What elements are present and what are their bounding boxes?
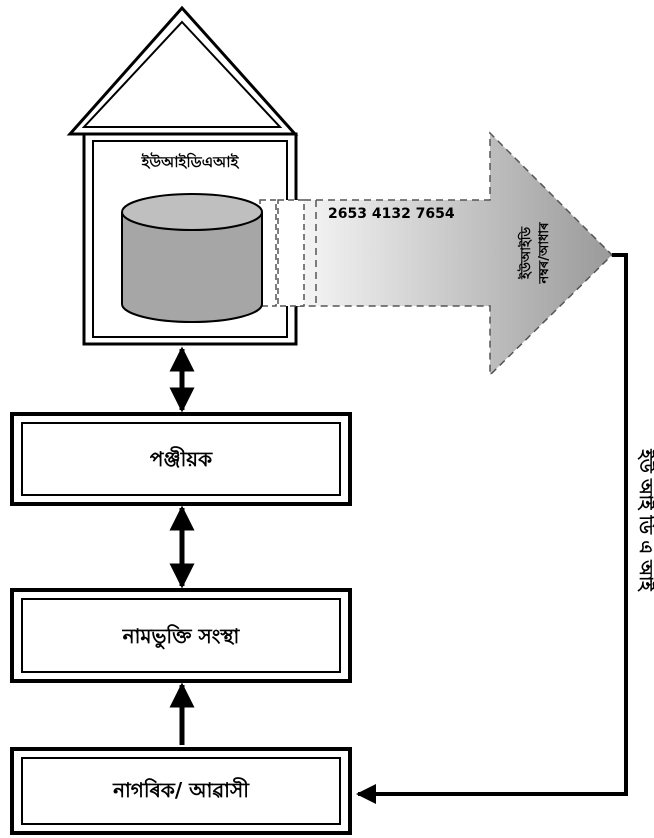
aadhaar-number: 2653 4132 7654 <box>328 206 455 222</box>
enrolment-agency-box: নামভুক্তি সংস্থা <box>10 588 352 683</box>
side-label: ইউ আই ডি এ আই <box>635 448 654 592</box>
uid-number-arrow <box>267 131 614 377</box>
citizen-label: নাগৰিক/ আৱাসী <box>112 777 250 802</box>
return-path-arrow <box>356 253 628 804</box>
arrow-label: ইউআইডি নম্বৰ/আধাৰ <box>517 222 552 285</box>
arrow-label-line2: নম্বৰ/আধাৰ <box>537 222 552 285</box>
enrolment-agency-label: নামভুক্তি সংস্থা <box>122 624 241 650</box>
registrar-label: পঞ্জীয়ক <box>150 446 213 471</box>
registrar-box: পঞ্জীয়ক <box>10 412 352 506</box>
database-connector <box>259 199 305 307</box>
building-label: ইউআইডিএআই <box>141 152 240 171</box>
database-cylinder <box>121 193 263 323</box>
arrow-label-line1: ইউআইডি <box>517 227 534 281</box>
citizen-box: নাগৰিক/ আৱাসী <box>10 747 352 835</box>
